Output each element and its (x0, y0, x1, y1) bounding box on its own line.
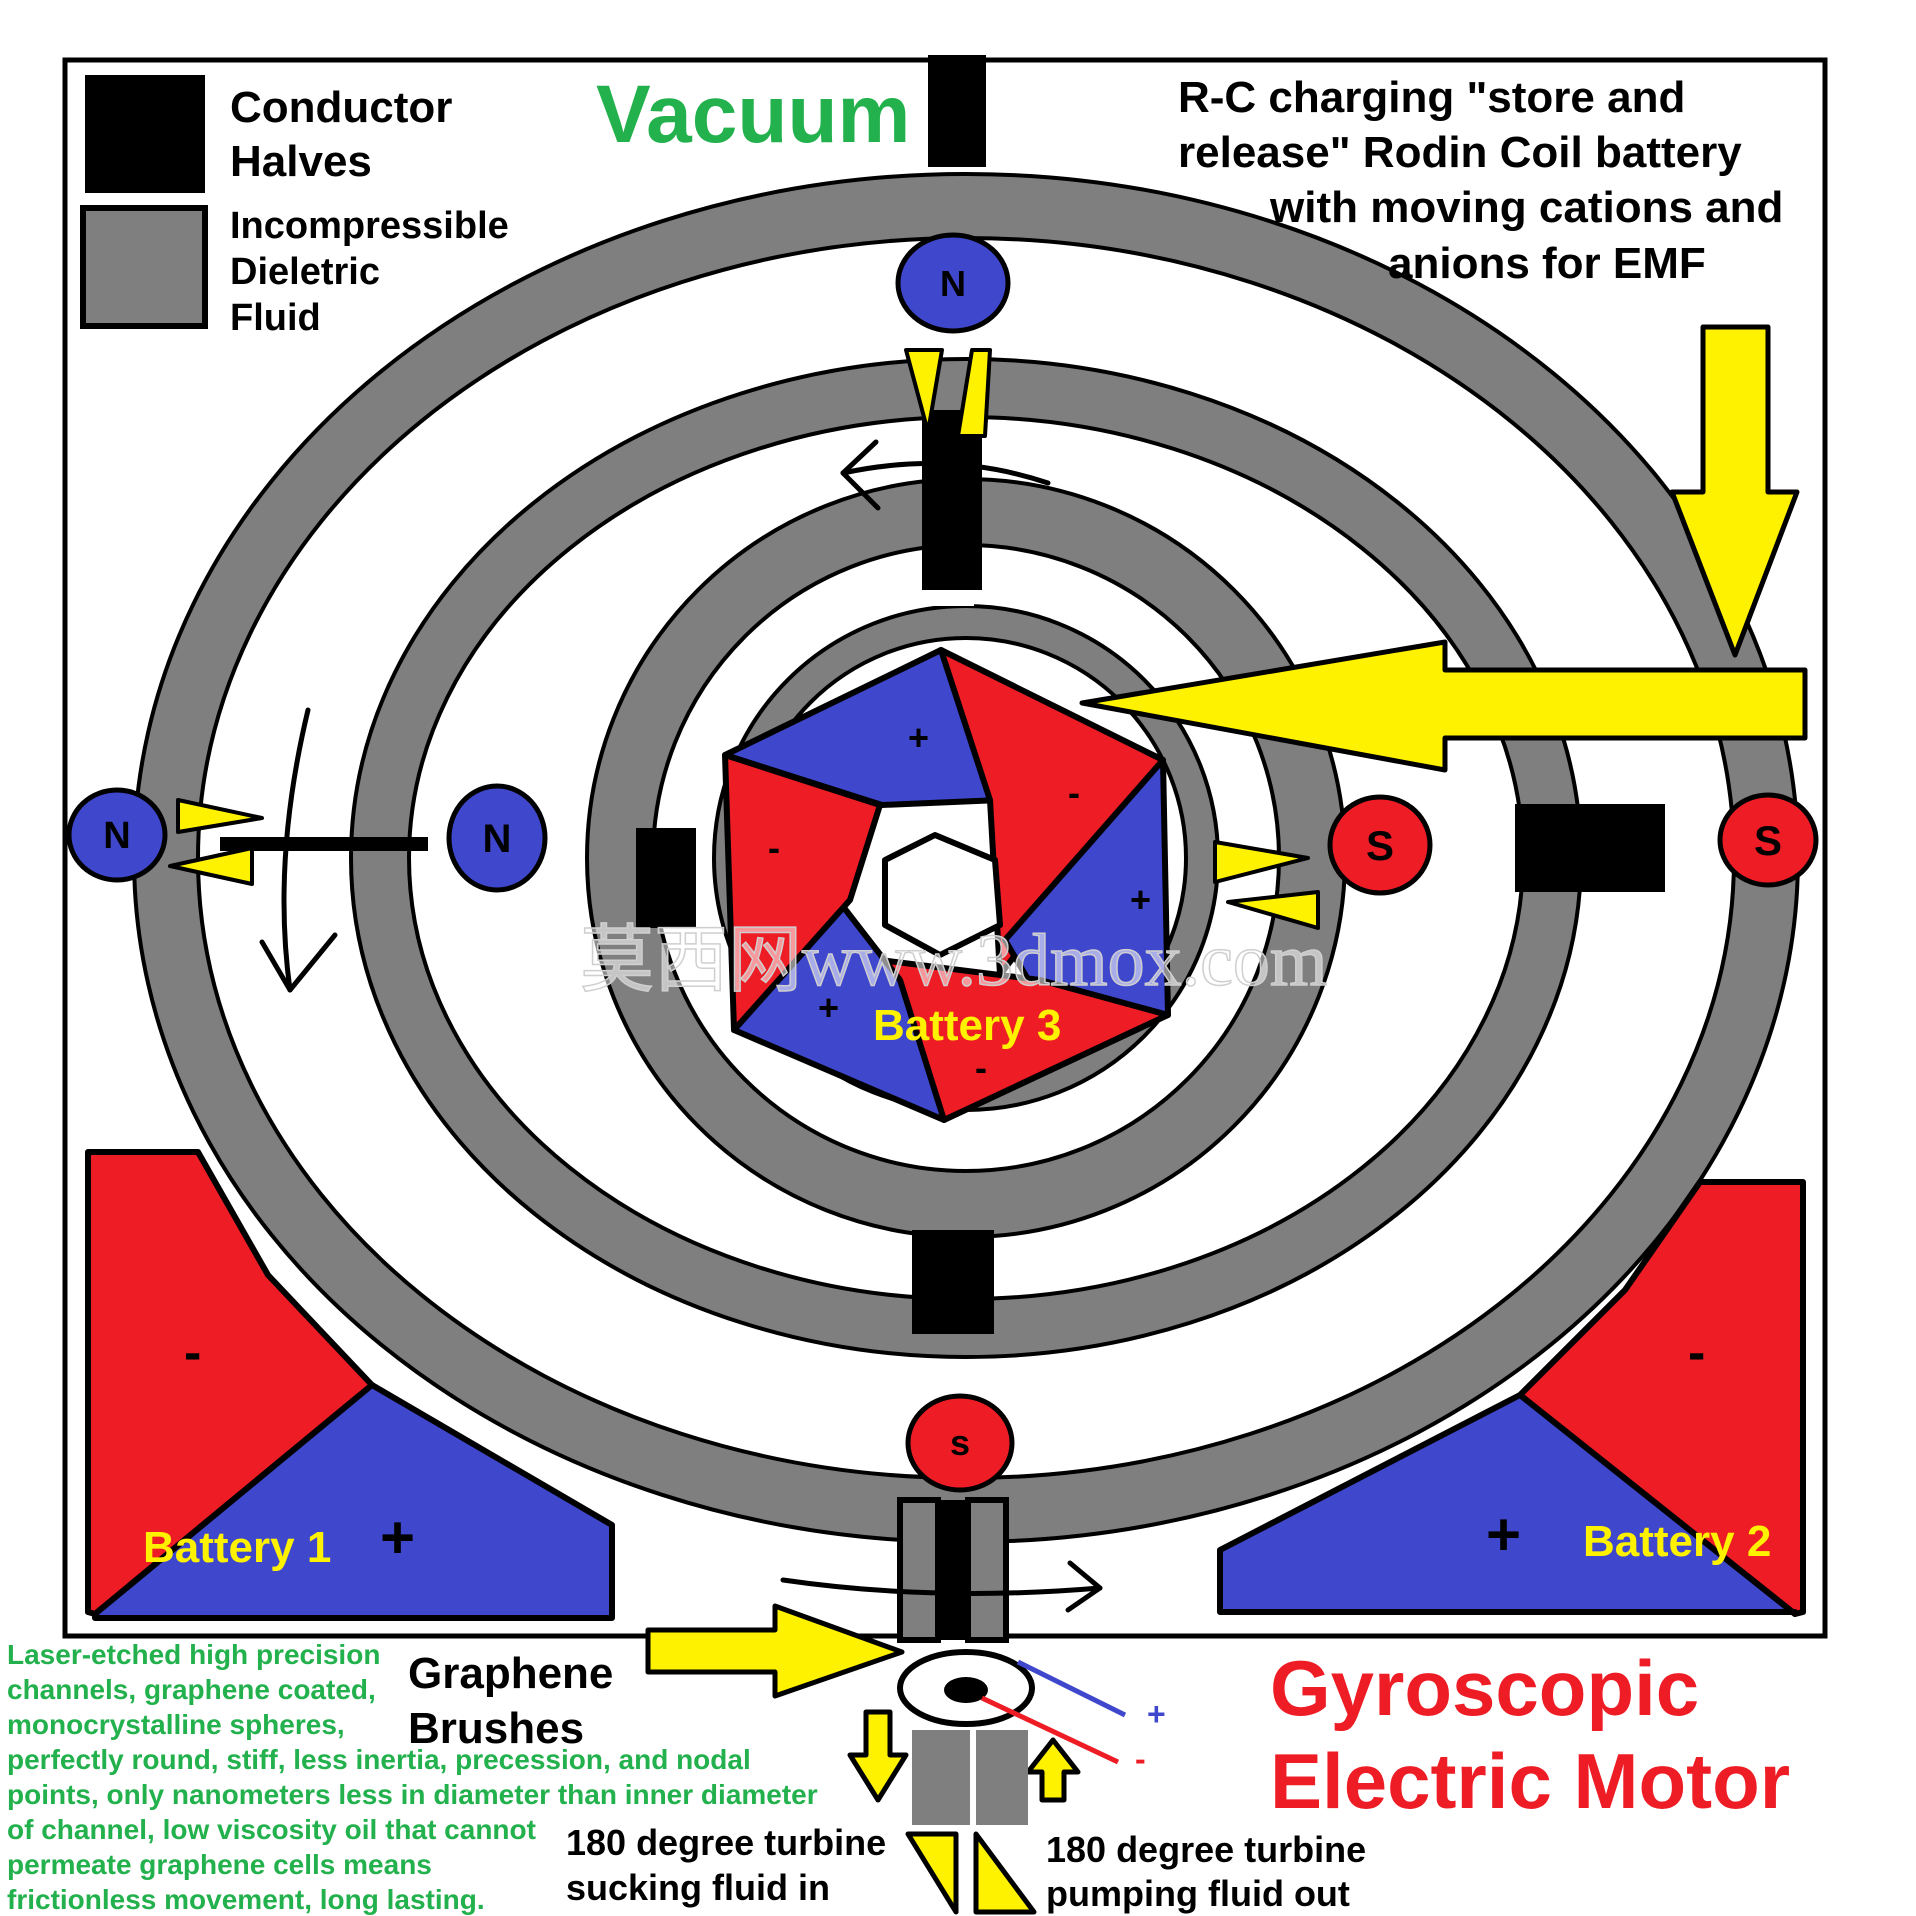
conductor-right (1515, 804, 1665, 892)
battery3-segment-left (722, 752, 883, 1033)
svg-text:R-C charging "store and: R-C charging "store and (1178, 73, 1685, 122)
battery2-label: Battery 2 (1583, 1517, 1771, 1566)
svg-text:S: S (1366, 822, 1394, 869)
svg-text:S: S (1754, 817, 1782, 864)
battery3-plus-right: + (1130, 879, 1151, 920)
brush-assembly (897, 1649, 1127, 1765)
svg-text:Brushes: Brushes (408, 1704, 584, 1753)
battery1-minus: - (184, 1324, 201, 1382)
title: Gyroscopic Electric Motor (1270, 1644, 1790, 1825)
magnet-right-outer: S (1717, 792, 1819, 888)
svg-text:anions for EMF: anions for EMF (1388, 239, 1706, 288)
svg-text:frictionless movement, long la: frictionless movement, long lasting. (7, 1884, 485, 1915)
description: R-C charging "store and release" Rodin C… (1178, 73, 1783, 288)
turbine-in-label: 180 degree turbine sucking fluid in (566, 1822, 886, 1908)
svg-text:Graphene: Graphene (408, 1649, 613, 1698)
magnet-bottom: s (905, 1393, 1015, 1493)
battery1-plus: + (380, 1504, 415, 1571)
turbine-out-label: 180 degree turbine pumping fluid out (1046, 1829, 1366, 1914)
bottom-channel (897, 1497, 1009, 1643)
rotation-arrow-bottom (780, 1560, 1103, 1613)
title-line2: Electric Motor (1270, 1737, 1790, 1825)
yellow-arrow-up-outlet (1025, 1737, 1081, 1803)
yellow-arrow-down-intake (847, 1709, 909, 1803)
yellow-arrow-down (1669, 324, 1800, 658)
injector-right (1213, 840, 1320, 930)
brushes-label: Graphene Brushes (408, 1649, 613, 1753)
svg-text:monocrystalline spheres,: monocrystalline spheres, (7, 1709, 345, 1740)
legend-fluid-line3: Fluid (230, 297, 321, 339)
vacuum-label: Vacuum (596, 69, 910, 160)
magnet-left-inner: N (446, 783, 548, 893)
svg-text:N: N (483, 817, 512, 861)
battery3-center-hole (882, 832, 1003, 958)
notes: Laser-etched high precision channels, gr… (7, 1639, 818, 1915)
battery-1 (85, 1149, 615, 1621)
svg-text:sucking fluid in: sucking fluid in (566, 1867, 830, 1908)
battery3-minus-left: - (768, 827, 780, 868)
legend-fluid-line1: Incompressible (230, 205, 509, 247)
conductor-left (220, 837, 428, 851)
battery3-minus-right: - (1068, 772, 1080, 813)
battery2-minus: - (1688, 1324, 1705, 1382)
title-line1: Gyroscopic (1270, 1644, 1699, 1732)
legend-swatch-fluid (80, 205, 208, 329)
legend-swatch-conductor (85, 75, 205, 193)
battery3-label: Battery 3 (873, 1001, 1061, 1050)
magnet-top-outer: N (895, 232, 1011, 334)
terminal-plus: + (1147, 1696, 1166, 1732)
svg-text:permeate graphene cells means: permeate graphene cells means (7, 1849, 432, 1880)
conductor-top-frame (928, 55, 986, 167)
conductor-bottom (912, 1230, 994, 1334)
injector-left (168, 798, 264, 886)
svg-text:180 degree turbine: 180 degree turbine (1046, 1829, 1366, 1870)
battery3-plus-top: + (908, 717, 929, 758)
yellow-arrow-right-brush (645, 1603, 905, 1699)
battery-2 (1217, 1179, 1806, 1617)
battery1-label: Battery 1 (143, 1523, 331, 1572)
svg-text:perfectly round, stiff, less i: perfectly round, stiff, less inertia, pr… (7, 1744, 751, 1775)
battery3-minus-bottom: - (975, 1047, 987, 1088)
conductor-top-gap (928, 592, 974, 606)
conductor-top (922, 410, 982, 590)
legend: Conductor Halves Incompressible Dieletri… (80, 75, 509, 339)
rotation-arrow-left (259, 707, 338, 993)
svg-text:points, only nanometers less i: points, only nanometers less in diameter… (7, 1779, 818, 1810)
battery3-plus-bottom: + (818, 987, 839, 1028)
rotation-arrow-top (840, 439, 1051, 511)
svg-text:s: s (950, 1422, 970, 1463)
conductor-core-left (636, 828, 696, 928)
svg-text:channels, graphene coated,: channels, graphene coated, (7, 1674, 376, 1705)
svg-text:N: N (940, 263, 966, 304)
turbine-block (912, 1730, 1028, 1825)
svg-text:N: N (103, 815, 130, 857)
yellow-arrow-left (1079, 639, 1808, 773)
magnet-right-inner: S (1327, 794, 1433, 896)
svg-text:release" Rodin Coil battery: release" Rodin Coil battery (1178, 128, 1742, 177)
injector-top (904, 348, 992, 438)
battery2-plus: + (1486, 1501, 1521, 1568)
svg-text:of channel, low viscosity oil: of channel, low viscosity oil that canno… (7, 1814, 536, 1845)
magnet-left-outer: N (66, 787, 168, 883)
legend-fluid-line2: Dieletric (230, 251, 380, 293)
legend-conductor-line1: Conductor (230, 83, 452, 132)
legend-conductor-line2: Halves (230, 137, 372, 186)
svg-text:180 degree turbine: 180 degree turbine (566, 1822, 886, 1863)
svg-text:pumping fluid out: pumping fluid out (1046, 1873, 1350, 1914)
terminal-minus: - (1135, 1741, 1146, 1777)
svg-text:Laser-etched high precision: Laser-etched high precision (7, 1639, 380, 1670)
wire-negative (980, 1695, 1120, 1765)
wire-positive (1016, 1659, 1127, 1718)
turbine-blades (905, 1831, 1037, 1915)
svg-text:with moving cations and: with moving cations and (1269, 183, 1783, 232)
watermark: 莫西网www.3dmox.com (580, 920, 1327, 1002)
battery-3 (722, 647, 1171, 1123)
